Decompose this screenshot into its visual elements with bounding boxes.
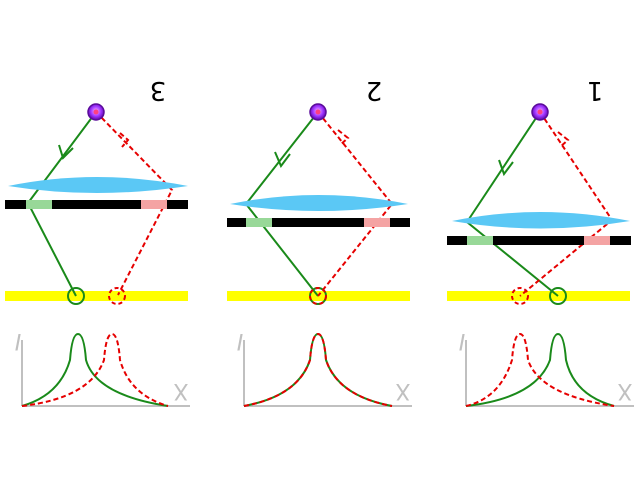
solid-curve: [465, 332, 615, 407]
dashed-ray: [95, 111, 174, 296]
object-core: [315, 109, 321, 115]
dashed-image-spot: [108, 287, 126, 305]
dashed-ray: [317, 111, 394, 297]
dashed-image-spot: [309, 287, 327, 305]
axis-y-label: I: [459, 328, 466, 353]
solid-ray-arrow: [498, 159, 514, 177]
object-core: [537, 109, 543, 115]
dashed-curve: [243, 332, 393, 407]
panel-2: 2 I X: [227, 75, 412, 407]
axis-y-label: I: [237, 328, 244, 353]
grating-bar: [447, 236, 631, 245]
grating-red-slit: [584, 236, 610, 245]
screen: [5, 291, 188, 301]
lens: [8, 177, 188, 193]
solid-image-spot: [67, 287, 85, 305]
panel-3: 3 I X: [5, 75, 190, 407]
grating-bar: [227, 218, 410, 227]
grating-green-slit: [467, 236, 493, 245]
dashed-ray-arrow: [557, 131, 570, 148]
solid-ray-arrow: [58, 144, 74, 160]
grating-red-slit: [364, 218, 390, 227]
dashed-ray-arrow: [119, 132, 130, 148]
screen: [447, 291, 630, 301]
intensity-plot: I X: [15, 328, 190, 407]
lens: [452, 212, 630, 229]
axis-y-label: I: [15, 328, 22, 353]
solid-curve: [243, 332, 393, 407]
solid-curve: [21, 332, 169, 407]
grating-red-slit: [141, 200, 167, 209]
dashed-image-spot: [511, 287, 529, 305]
solid-ray: [465, 111, 559, 297]
panel-label: 2: [366, 75, 383, 105]
grating-green-slit: [26, 200, 52, 209]
dashed-curve: [465, 332, 615, 407]
dashed-ray-arrow: [337, 129, 350, 146]
axis-x-label: X: [395, 378, 410, 403]
solid-ray-arrow: [274, 151, 291, 168]
intensity-plot: I X: [237, 328, 412, 407]
object-core: [93, 109, 99, 115]
panel-1: 1 I X: [447, 75, 634, 407]
intensity-plot: I X: [459, 328, 634, 407]
axis-x-label: X: [617, 378, 632, 403]
grating-green-slit: [246, 218, 272, 227]
panel-label: 1: [587, 75, 604, 105]
panel-label: 3: [150, 75, 167, 105]
grating-bar: [5, 200, 188, 209]
lens: [230, 195, 408, 211]
solid-image-spot: [549, 287, 567, 305]
axis-x-label: X: [173, 378, 188, 403]
